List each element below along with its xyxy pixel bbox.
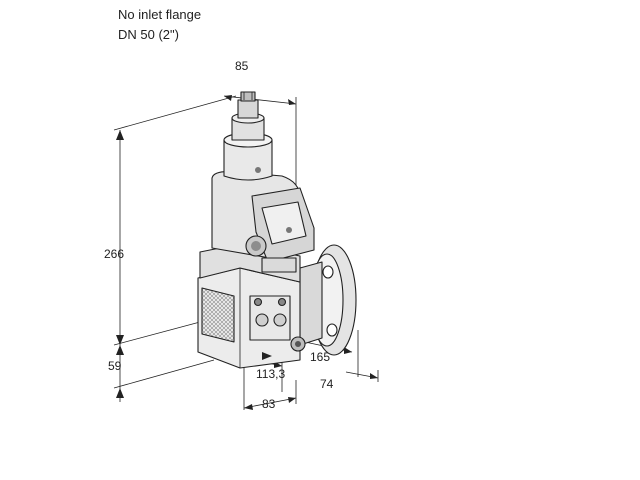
valve-body: [197, 91, 357, 369]
pressure-port: [255, 313, 269, 327]
dim-74-label: 74: [320, 377, 334, 391]
caption-line-2: DN 50 (2"): [118, 27, 179, 42]
flange-bolt-hole: [322, 265, 334, 279]
nameplate: [261, 201, 307, 245]
connector: [261, 257, 297, 273]
pressure-port: [273, 313, 287, 327]
dim-85-line: [223, 95, 297, 105]
dim-266-label: 266: [104, 247, 124, 261]
dim-113-label: 113,3: [256, 367, 285, 381]
dim-83-label: 83: [262, 397, 276, 411]
screw: [253, 297, 263, 307]
dim-83-line: [243, 397, 297, 409]
dimension-lines: 85 266 59 165 74 113,3: [104, 59, 379, 411]
caption-line-1: No inlet flange: [118, 7, 202, 22]
screw: [277, 297, 287, 307]
flow-arrow: [262, 352, 272, 360]
adjuster-knob: [240, 91, 256, 102]
filter-mesh: [201, 287, 235, 343]
dim-85-label: 85: [235, 59, 249, 73]
dim-165-label: 165: [310, 350, 330, 364]
dim-59-label: 59: [108, 359, 122, 373]
adjuster-stem: [237, 99, 259, 119]
flange-bolt-hole: [326, 323, 338, 337]
